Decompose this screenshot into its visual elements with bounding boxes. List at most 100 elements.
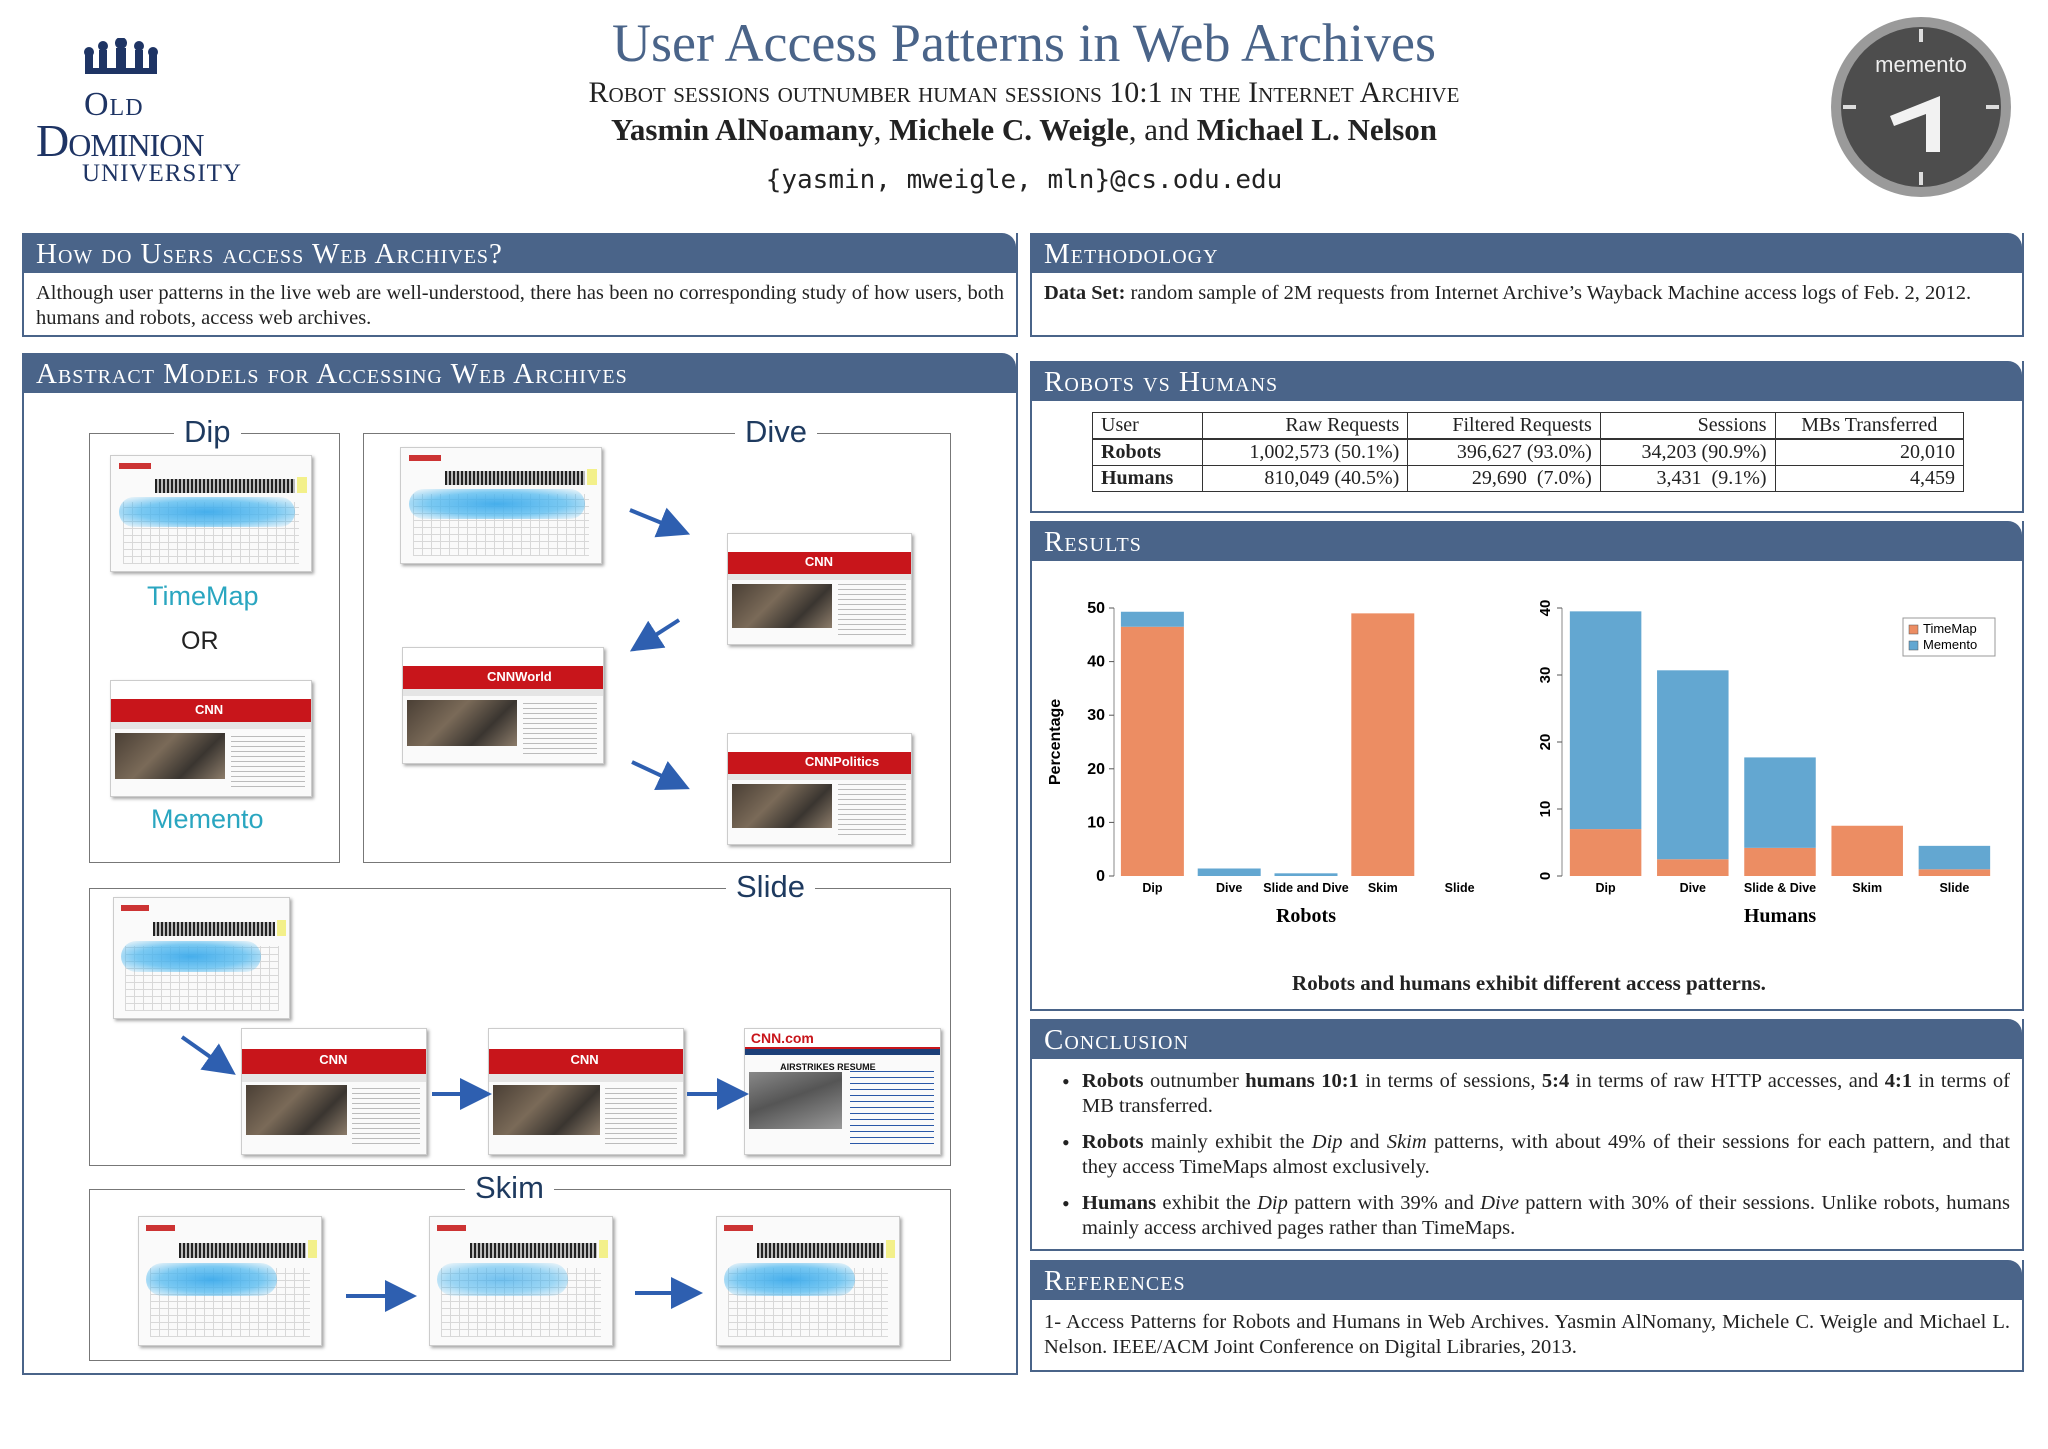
conclusion-text: outnumber <box>1143 1070 1246 1092</box>
bar-segment <box>1120 611 1184 627</box>
table-cell: Robots <box>1092 438 1203 466</box>
conclusion-text: 4:1 <box>1884 1070 1913 1092</box>
skim-timemap-thumbnail-2 <box>429 1216 613 1346</box>
dataset-label: Data Set: <box>1044 282 1126 304</box>
arrow-icon <box>629 507 691 538</box>
bar-segment <box>1569 829 1642 876</box>
poster-title: User Access Patterns in Web Archives <box>612 13 1436 73</box>
dive-cnnpolitics-thumbnail: CNNPolitics <box>727 733 912 845</box>
legend-label: Memento <box>1923 637 1977 652</box>
dive-model-box <box>363 433 951 863</box>
poster-subtitle: Robot sessions outnumber human sessions … <box>588 76 1460 109</box>
legend-box <box>1902 617 1996 657</box>
x-axis-title: Robots <box>1276 905 1336 926</box>
conclusion-text: exhibit the <box>1156 1192 1258 1214</box>
dive-cnn-thumbnail: CNN <box>727 533 912 645</box>
table-cell: 1,002,573 (50.1%) <box>1201 438 1409 466</box>
x-tick-label: Skim <box>1852 881 1882 895</box>
dive-timemap-thumbnail <box>400 447 602 564</box>
conclusion-text: in terms of sessions, <box>1358 1070 1542 1092</box>
table-header-cell: User <box>1092 412 1203 440</box>
dip-label: Dip <box>174 414 241 450</box>
x-tick-label: Dip <box>1596 881 1617 895</box>
bar-segment <box>1569 611 1642 830</box>
table-header-cell: Sessions <box>1599 412 1776 440</box>
crown-icon <box>84 38 158 74</box>
x-tick-label: Skim <box>1368 881 1398 895</box>
legend-swatch <box>1908 640 1919 651</box>
logo-line-dominion: Dominion <box>36 115 204 166</box>
table-cell: 4,459 <box>1774 465 1965 492</box>
panel-title: Methodology <box>1032 233 2022 273</box>
conclusion-text: Dive <box>1480 1192 1519 1214</box>
conclusion-text: pattern with 30% of their sessions. Unli… <box>1082 1192 2011 1239</box>
skim-label: Skim <box>465 1170 554 1206</box>
panel-title: Conclusion <box>1032 1019 2022 1059</box>
memento-logo-text: memento <box>1875 52 1967 77</box>
bar-segment <box>1831 825 1903 876</box>
panel-title: Results <box>1032 521 2022 561</box>
x-tick-label: Slide <box>1445 881 1475 895</box>
conclusion-item: Robots outnumber humans 10:1 in terms of… <box>1062 1069 2010 1119</box>
conclusion-item: Humans exhibit the Dip pattern with 39% … <box>1062 1191 2011 1241</box>
table-cell: 396,627 (93.0%) <box>1407 438 1601 466</box>
panel-body: Data Set: random sample of 2M requests f… <box>1044 281 2010 306</box>
conclusion-text: Skim <box>1386 1131 1427 1153</box>
results-caption: Robots and humans exhibit different acce… <box>1292 971 1766 995</box>
bar-segment <box>1657 670 1729 860</box>
y-tick-label: 30 <box>1537 667 1554 684</box>
table-cell: 34,203 (90.9%) <box>1599 438 1776 466</box>
legend-label: TimeMap <box>1923 621 1977 636</box>
author-emails: {yasmin, mweigle, mln}@cs.odu.edu <box>765 165 1283 195</box>
x-tick-label: Slide <box>1939 881 1969 895</box>
table-cell: 810,049 (40.5%) <box>1201 465 1409 492</box>
author-separator: , and <box>1128 112 1197 147</box>
legend-swatch <box>1908 624 1919 635</box>
x-tick-label: Slide & Dive <box>1744 881 1816 895</box>
bar-segment <box>1120 626 1184 876</box>
cnn-logo-text: CNN <box>195 701 224 717</box>
conclusion-text: Robots <box>1082 1131 1144 1153</box>
panel-methodology: Methodology Data Set: random sample of 2… <box>1030 233 2024 337</box>
slide-label: Slide <box>726 869 815 905</box>
x-tick-label: Dive <box>1680 881 1706 895</box>
bar-segment <box>1657 859 1729 876</box>
odu-logo: Old Dominion University <box>36 38 266 188</box>
cnn-logo-text: CNN <box>319 1051 348 1067</box>
cnn-logo-text: CNN <box>570 1051 599 1067</box>
memento-thumbnail: CNN <box>110 680 312 797</box>
slide-timemap-thumbnail <box>113 897 290 1019</box>
conclusion-text: mainly exhibit the <box>1143 1131 1312 1153</box>
cnncom-logo-text: CNN.com <box>750 1030 814 1047</box>
y-tick-label: 0 <box>1537 872 1554 880</box>
logo-line-university: University <box>82 160 242 187</box>
airstrikes-headline: AIRSTRIKES RESUME <box>780 1061 876 1072</box>
panel-title: Robots vs Humans <box>1032 361 2022 401</box>
author-name: Yasmin AlNoamany <box>610 112 874 147</box>
reference-item: 1- Access Patterns for Robots and Humans… <box>1044 1311 2010 1358</box>
panel-how-users-access: How do Users access Web Archives? Althou… <box>22 233 1018 337</box>
y-tick-label: 30 <box>1087 707 1105 724</box>
conclusion-text: 5:4 <box>1541 1070 1570 1092</box>
dive-cnnworld-thumbnail: CNNWorld <box>402 647 604 764</box>
skim-timemap-thumbnail-1 <box>138 1216 322 1346</box>
conclusion-text: patterns, with about 49% of their sessio… <box>1082 1131 2011 1178</box>
timemap-label: TimeMap <box>147 581 259 611</box>
panel-conclusion: Conclusion Robots outnumber humans 10:1 … <box>1030 1019 2024 1251</box>
arrow-icon <box>629 618 681 652</box>
table-cell: 20,010 <box>1774 438 1965 466</box>
dataset-text: random sample of 2M requests from Intern… <box>1125 282 1972 304</box>
conclusion-text: pattern with 39% and <box>1287 1192 1481 1214</box>
bar-segment <box>1918 845 1991 870</box>
x-tick-label: Dive <box>1216 881 1242 895</box>
author-separator: , <box>873 112 890 147</box>
y-tick-label: 10 <box>1087 814 1105 831</box>
panel-body: Although user patterns in the live web a… <box>36 282 1004 329</box>
y-tick-label: 0 <box>1096 868 1105 885</box>
conclusion-list: Robots outnumber humans 10:1 in terms of… <box>1062 1069 2011 1252</box>
cnnpolitics-logo-text: CNNPolitics <box>804 753 880 769</box>
